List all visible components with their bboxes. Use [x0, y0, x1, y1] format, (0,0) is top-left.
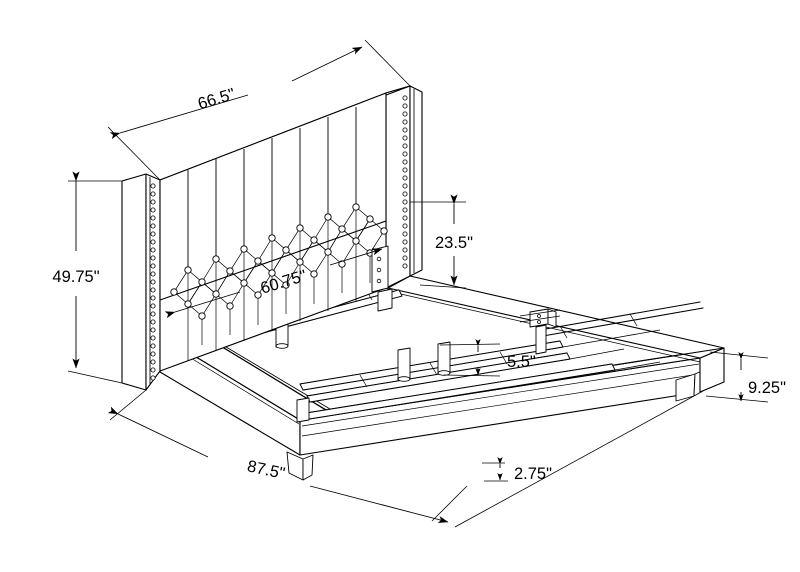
wing-post-left — [121, 173, 161, 391]
center-foot-front — [296, 397, 310, 423]
dimension-foot-height: 2.75" — [482, 457, 552, 483]
headboard-panel — [159, 85, 411, 372]
slat-ends-right — [562, 329, 661, 371]
dimension-headboard-height: 49.75" — [52, 171, 123, 384]
support-leg-2 — [397, 347, 411, 382]
dimension-label-foot-height: 2.75" — [514, 465, 552, 483]
headboard-assembly — [121, 85, 423, 391]
dimension-label-headboard-height: 49.75" — [52, 268, 99, 286]
dimension-label-headboard-above-rail: 23.5" — [435, 234, 473, 252]
corner-foot-left-front — [286, 451, 314, 481]
tufting-buttons — [170, 203, 388, 320]
dimension-label-side-rail-height: 9.25" — [748, 379, 786, 397]
dimension-overall-length: 87.5" — [107, 389, 695, 528]
dimension-slat-leg-height: 5.5" — [439, 339, 536, 377]
center-bracket-hardware — [519, 308, 561, 355]
leader-foot-to-length — [431, 485, 468, 522]
nailhead-trim-right — [402, 95, 408, 269]
support-leg-3 — [437, 341, 451, 376]
slat-roll-3 — [539, 301, 704, 339]
dimension-label-slat-leg-height: 5.5" — [507, 353, 536, 371]
wing-post-right — [385, 85, 423, 289]
nailhead-trim-left — [150, 183, 156, 381]
dimension-side-rail-height: 9.25" — [705, 351, 786, 403]
headboard-mounting-bracket — [371, 245, 393, 312]
dimension-headboard-above-rail: 23.5" — [410, 194, 473, 289]
